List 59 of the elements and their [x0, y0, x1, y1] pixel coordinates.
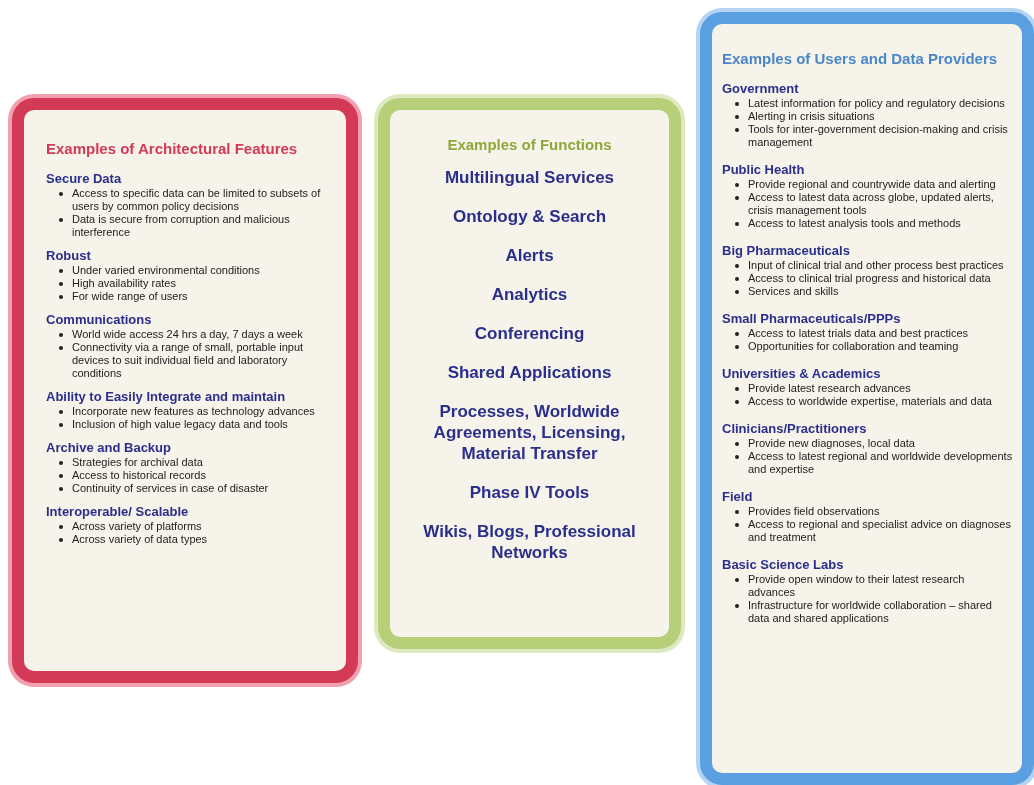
- section-heading: Government: [722, 81, 800, 96]
- bullet-item: Incorporate new features as technology advances: [72, 405, 316, 418]
- bullet-item: Provide open window to their latest research advances: [748, 573, 966, 599]
- bullet-item: Connectivity via a range of small, portable input devices to suit individual field and laboratory conditions: [72, 341, 305, 380]
- section-heading: Big Pharmaceuticals: [722, 243, 851, 258]
- section-heading: Small Pharmaceuticals/PPPs: [722, 311, 902, 326]
- bullet-item: Continuity of services in case of disaster: [72, 482, 270, 495]
- section-heading: Basic Science Labs: [722, 557, 845, 572]
- section-heading: Archive and Backup: [46, 440, 172, 455]
- function-item: Ontology & Search: [452, 206, 607, 227]
- function-item: Analytics: [490, 284, 569, 305]
- bullet-item: Provide new diagnoses, local data: [748, 437, 916, 450]
- bullet-item: Provide latest research advances: [748, 382, 912, 395]
- bullet-item: Alerting in crisis situations: [748, 110, 876, 123]
- bullet-item: High availability rates: [72, 277, 177, 290]
- bullet-item: Access to latest trials data and best practices: [748, 327, 970, 340]
- function-item: Alerts: [504, 245, 555, 266]
- bullet-item: Data is secure from corruption and malicious interference: [72, 213, 291, 239]
- function-item: Shared Applications: [446, 362, 613, 383]
- section-heading: Interoperable/ Scalable: [46, 504, 190, 519]
- bullet-item: Services and skills: [748, 285, 840, 298]
- bullet-item: Infrastructure for worldwide collaboration – shared data and shared applications: [748, 599, 993, 625]
- bullet-item: Tools for inter-government decision-making and crisis management: [748, 123, 1009, 149]
- bullet-item: Inclusion of high value legacy data and tools: [72, 418, 289, 431]
- section-heading: Field: [722, 489, 754, 504]
- section-heading: Robust: [46, 248, 92, 263]
- section-heading: Public Health: [722, 162, 806, 177]
- bullet-item: Access to latest regional and worldwide developments and expertise: [748, 450, 1014, 476]
- section-heading: Communications: [46, 312, 153, 327]
- section-heading: Universities & Academics: [722, 366, 882, 381]
- function-item: Phase IV Tools: [468, 482, 591, 503]
- bullet-item: Provides field observations: [748, 505, 881, 518]
- section-heading: Secure Data: [46, 171, 123, 186]
- bullet-item: Input of clinical trial and other process best practices: [748, 259, 1005, 272]
- bullet-item: Strategies for archival data: [72, 456, 204, 469]
- bullet-item: Under varied environmental conditions: [72, 264, 261, 277]
- bullet-item: For wide range of users: [72, 290, 189, 303]
- bullet-item: Access to specific data can be limited to subsets of users by common policy decisions: [72, 187, 322, 213]
- bullet-item: Across variety of data types: [72, 533, 209, 546]
- bullet-item: Latest information for policy and regulatory decisions: [748, 97, 1006, 110]
- bullet-item: Access to worldwide expertise, materials and data: [748, 395, 993, 408]
- function-item: Processes, Worldwide Agreements, Licensing, Material Transfer: [432, 401, 627, 464]
- card-heading: Examples of Functions: [446, 136, 613, 153]
- bullet-item: Access to latest data across globe, updated alerts, crisis management tools: [748, 191, 995, 217]
- bullet-item: Access to regional and specialist advice on diagnoses and treatment: [748, 518, 1012, 544]
- bullet-item: Provide regional and countrywide data and alerting: [748, 178, 997, 191]
- bullet-item: World wide access 24 hrs a day, 7 days a week: [72, 328, 304, 341]
- function-item: Conferencing: [473, 323, 586, 344]
- section-heading: Ability to Easily Integrate and maintain: [46, 389, 287, 404]
- card-heading: Examples of Users and Data Providers: [722, 50, 999, 67]
- bullet-item: Access to clinical trial progress and historical data: [748, 272, 992, 285]
- bullet-item: Opportunities for collaboration and teaming: [748, 340, 960, 353]
- section-heading: Clinicians/Practitioners: [722, 421, 868, 436]
- card-heading: Examples of Architectural Features: [46, 140, 299, 157]
- bullet-item: Access to latest analysis tools and methods: [748, 217, 962, 230]
- function-item: Multilingual Services: [443, 167, 616, 188]
- bullet-item: Across variety of platforms: [72, 520, 203, 533]
- function-item: Wikis, Blogs, Professional Networks: [422, 521, 637, 563]
- bullet-item: Access to historical records: [72, 469, 207, 482]
